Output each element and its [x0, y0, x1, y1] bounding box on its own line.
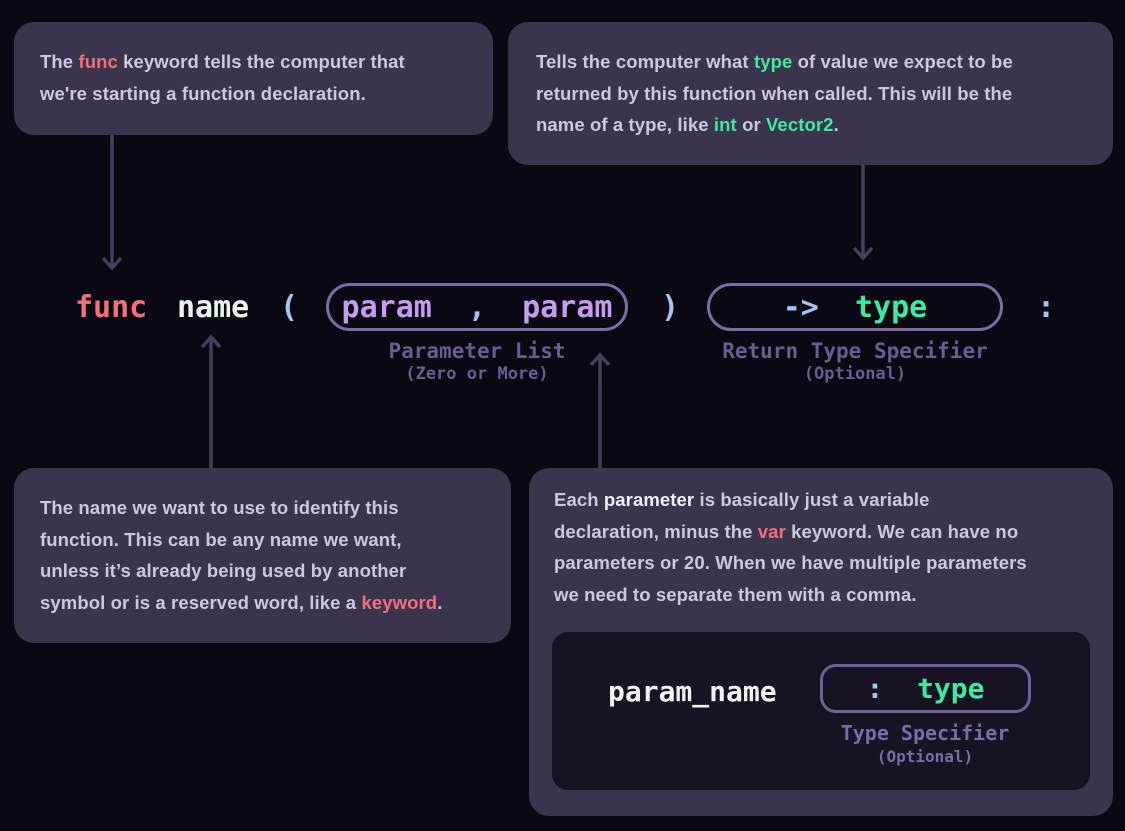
code-token-close-paren: ) — [661, 290, 680, 325]
code-token-func: func — [75, 290, 148, 325]
return-type-sublabel: (Optional) — [803, 364, 907, 384]
callout-function-name-text: The name we want to use to identify this… — [40, 497, 443, 613]
code-token-inner-type: type — [917, 672, 985, 705]
code-token-open-paren: ( — [280, 290, 299, 325]
param-list-label: Parameter List — [388, 339, 566, 363]
code-token-param1: param — [341, 289, 432, 325]
spacer — [883, 672, 917, 705]
param-list-sublabel: (Zero or More) — [405, 364, 549, 384]
spacer — [819, 290, 855, 325]
code-token-param2: param — [522, 289, 613, 325]
arrow-up-to-name — [200, 334, 222, 468]
arrow-down-to-type — [852, 165, 874, 261]
type-specifier-sublabel: (Optional) — [876, 747, 974, 766]
type-specifier-pill: : type — [820, 664, 1031, 713]
callout-return-type — [508, 22, 1113, 165]
code-token-type: type — [855, 289, 928, 325]
code-token-name: name — [177, 290, 250, 325]
callout-parameters-text: Each parameter is basically just a varia… — [554, 489, 1027, 605]
param-list-pill: param , param — [326, 283, 628, 331]
return-type-pill: -> type — [707, 283, 1003, 331]
code-token-colon: : — [1037, 290, 1056, 325]
code-token-return-arrow: -> — [782, 289, 819, 325]
callout-func-keyword-text: The func keyword tells the computer that… — [40, 51, 405, 104]
return-type-label: Return Type Specifier — [722, 339, 988, 363]
arrow-down-to-func — [101, 135, 123, 271]
code-token-param-name: param_name — [608, 675, 777, 708]
callout-func-keyword — [14, 22, 493, 135]
code-token-inner-colon: : — [866, 672, 884, 705]
callout-function-name — [14, 468, 511, 643]
type-specifier-label: Type Specifier — [840, 721, 1010, 745]
callout-return-type-text: Tells the computer what type of value we… — [536, 51, 1013, 135]
code-token-comma: , — [467, 289, 487, 325]
